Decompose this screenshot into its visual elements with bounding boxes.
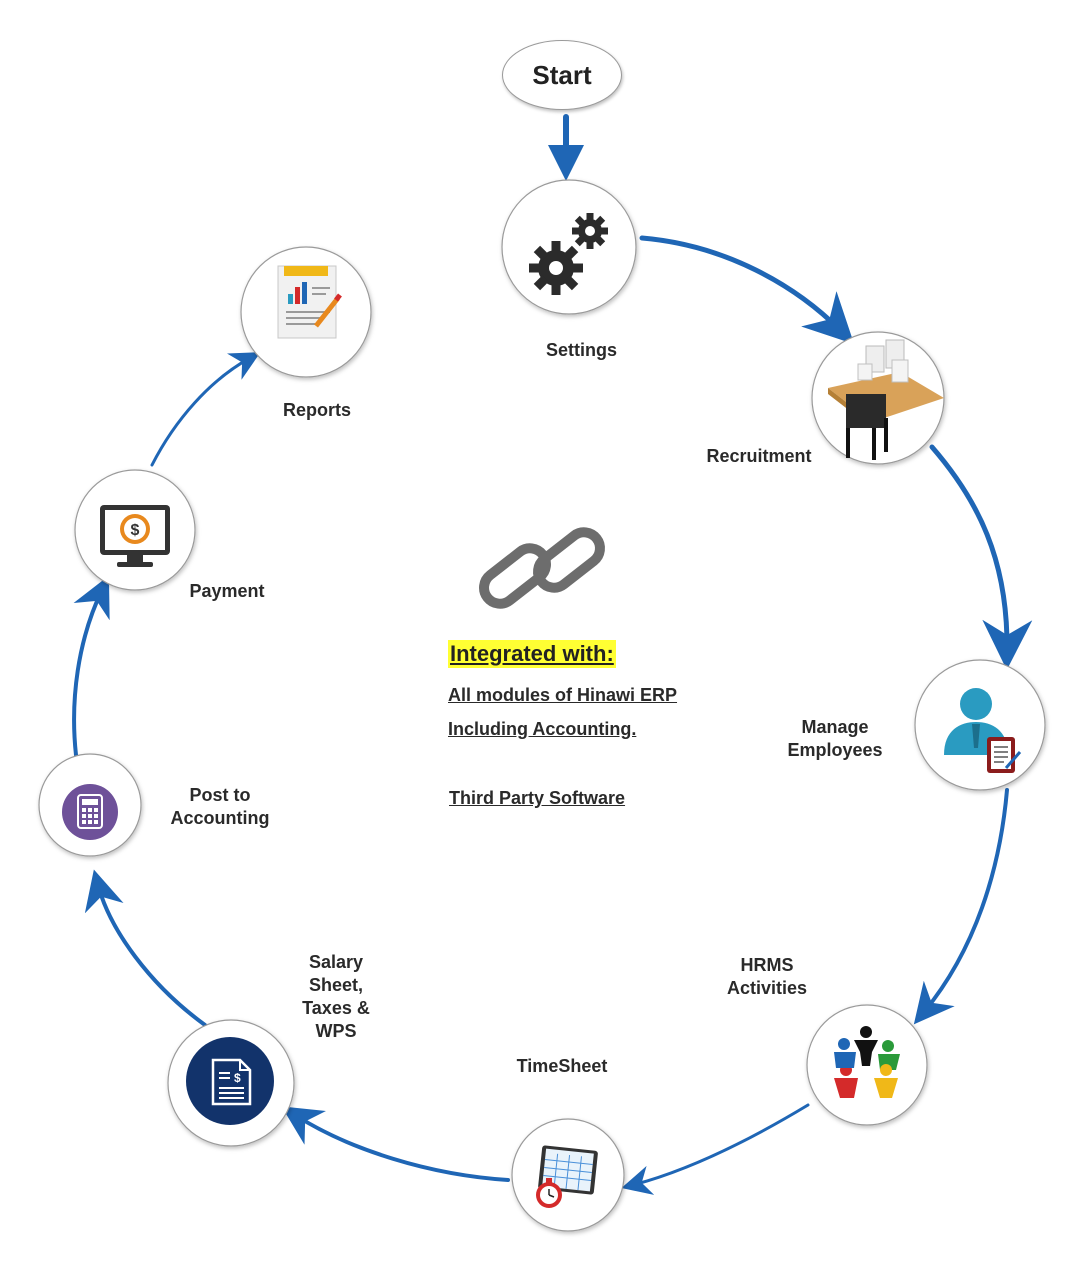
gears-icon — [529, 213, 608, 295]
step-label-salary-sheet: Salary Sheet, Taxes & WPS — [290, 951, 382, 1043]
calculator-icon — [62, 784, 118, 840]
start-node: Start — [502, 40, 622, 110]
step-label-post-to-accounting: Post to Accounting — [158, 784, 282, 830]
arrow-employees-to-hrms — [913, 788, 1009, 1025]
arrow-timesheet-to-salary — [281, 1106, 510, 1182]
arrow-settings-to-recruitment — [639, 235, 855, 345]
arrow-recruitment-to-employees — [929, 444, 1033, 670]
step-label-settings: Settings — [545, 340, 617, 360]
step-label-timesheet: TimeSheet — [516, 1056, 608, 1076]
chain-link-icon — [479, 527, 605, 609]
node-settings — [501, 179, 637, 315]
arrow-accounting-to-payment — [72, 575, 110, 757]
team-circle-icon — [834, 1026, 900, 1098]
arrow-payment-to-reports — [150, 352, 261, 467]
report-chart-icon — [277, 265, 342, 339]
step-label-reports: Reports — [282, 400, 351, 420]
step-label-line: Activities — [726, 978, 808, 998]
svg-text:$: $ — [234, 1071, 241, 1085]
step-label-line: Accounting — [170, 808, 270, 828]
integration-panel: Integrated with: — [448, 640, 616, 668]
step-label-recruitment: Recruitment — [706, 446, 812, 466]
step-label-payment: Payment — [189, 581, 265, 601]
integration-line-accounting: Including Accounting. — [448, 719, 637, 739]
arrow-hrms-to-timesheet — [621, 1103, 810, 1195]
step-label-line: Manage — [801, 717, 869, 737]
integration-line-third-party: Third Party Software — [449, 788, 626, 808]
salary-document-icon: $ — [186, 1037, 274, 1125]
step-label-line: Salary — [308, 952, 364, 972]
monitor-dollar-icon: $ — [100, 505, 170, 567]
step-label-line: Employees — [787, 740, 883, 760]
integration-title: Integrated with: — [448, 640, 616, 668]
step-label-hrms-activities: HRMS Activities — [708, 954, 826, 1000]
step-label-manage-employees: Manage Employees — [770, 716, 900, 762]
step-label-line: Sheet, — [308, 975, 364, 995]
step-label-line: HRMS — [740, 955, 794, 975]
arrow-salary-to-accounting — [84, 869, 207, 1027]
flow-arrows — [72, 114, 1033, 1195]
step-label-line: WPS — [315, 1021, 357, 1041]
step-label-line: Post to — [189, 785, 251, 805]
svg-text:$: $ — [131, 522, 140, 539]
interview-chairs-icon — [828, 339, 944, 460]
step-label-line: Taxes & — [302, 998, 370, 1018]
employee-profile-icon — [944, 688, 1022, 773]
timesheet-stopwatch-icon — [536, 1145, 598, 1208]
start-label: Start — [532, 59, 592, 90]
integration-line-erp: All modules of Hinawi ERP — [448, 685, 678, 705]
